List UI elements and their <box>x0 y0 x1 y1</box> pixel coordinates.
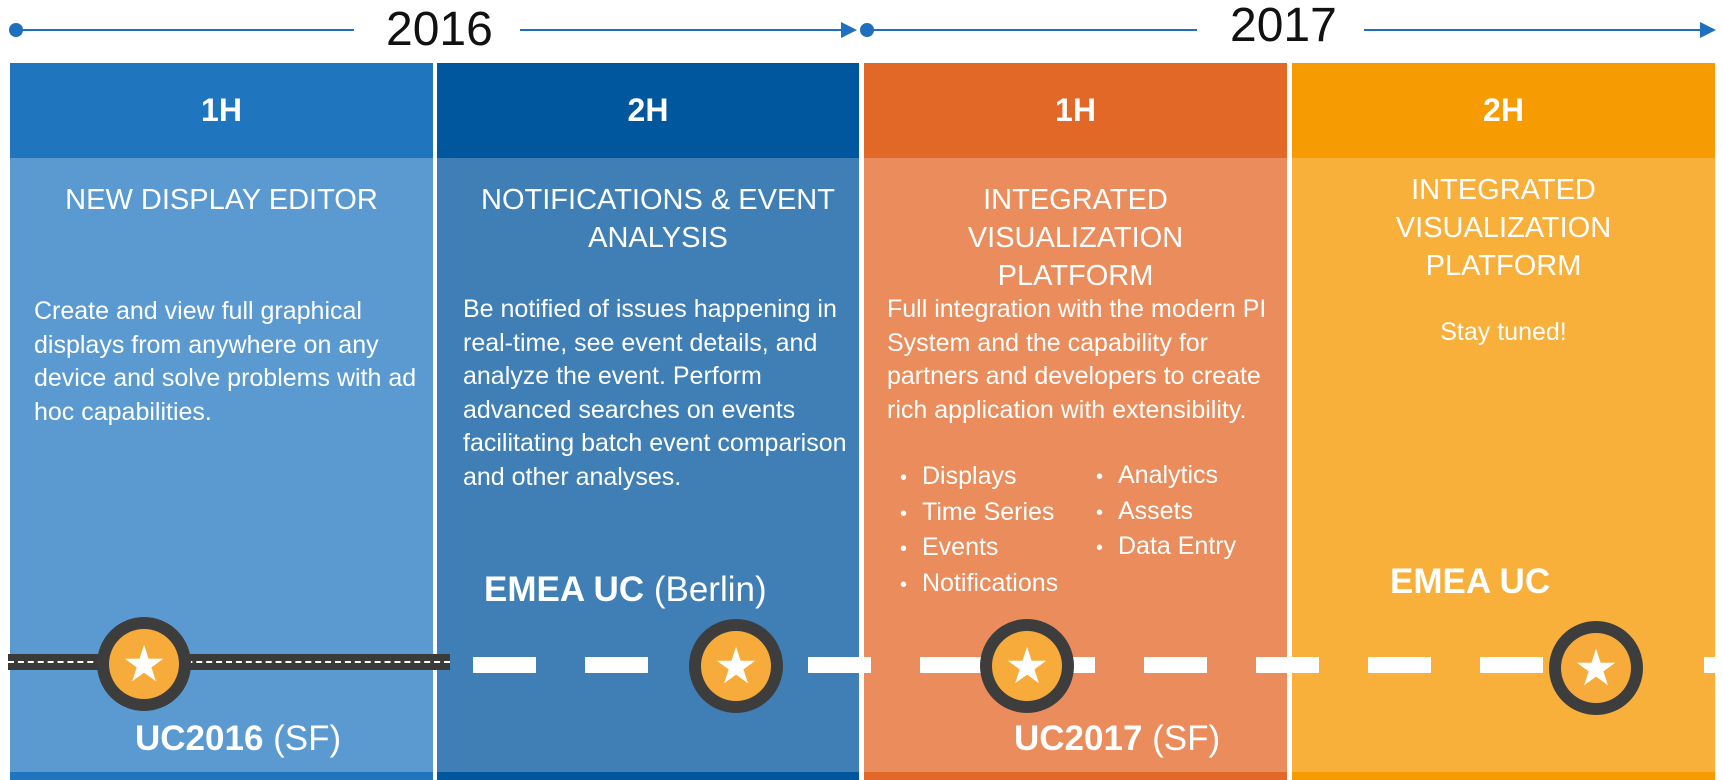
event-label-emea-berlin: EMEA UC (Berlin) <box>484 570 767 610</box>
column-title: INTEGRATED VISUALIZATION PLATFORM <box>1395 174 1612 282</box>
path-dash <box>808 657 871 673</box>
event-name: EMEA UC <box>1390 562 1551 601</box>
column-description: Full integration with the modern PI Syst… <box>887 295 1267 424</box>
list-item: Assets <box>1096 495 1236 531</box>
list-item: Displays <box>900 460 1058 496</box>
timeline-arrow-end-icon <box>1700 22 1716 38</box>
column-footer <box>864 772 1287 780</box>
column-header: 1H <box>10 63 433 158</box>
star-icon: ★ <box>109 629 179 699</box>
event-label-uc2016: UC2016 (SF) <box>135 719 341 759</box>
column-title: INTEGRATED VISUALIZATION PLATFORM <box>967 184 1184 292</box>
path-dash <box>1480 657 1543 673</box>
timeline-line-2016-right <box>520 29 855 31</box>
path-dash <box>1256 657 1319 673</box>
column-description: Stay tuned! <box>1440 318 1567 346</box>
event-label-emea: EMEA UC <box>1390 562 1550 602</box>
star-icon: ★ <box>1561 633 1631 703</box>
feature-list-left: Displays Time Series Events Notification… <box>900 460 1058 602</box>
column-body: NEW DISPLAY EDITOR Create and view full … <box>10 158 433 772</box>
column-header: 1H <box>864 63 1287 158</box>
column-footer <box>10 772 433 780</box>
event-location: (SF) <box>263 719 342 758</box>
list-item: Notifications <box>900 567 1058 603</box>
completed-road <box>8 654 450 670</box>
column-2016-2h: 2H NOTIFICATIONS & EVENT ANALYSIS Be not… <box>437 63 859 780</box>
timeline-line-2017-left <box>867 29 1197 31</box>
list-item: Events <box>900 531 1058 567</box>
milestone-uc2017: ★ <box>980 619 1074 713</box>
event-name: EMEA UC <box>484 570 645 609</box>
column-description: Create and view full graphical displays … <box>34 297 417 426</box>
milestone-emea-berlin: ★ <box>689 619 783 713</box>
list-item: Time Series <box>900 496 1058 532</box>
column-title: NOTIFICATIONS & EVENT ANALYSIS <box>481 184 835 254</box>
column-footer <box>1292 772 1715 780</box>
column-footer <box>437 772 859 780</box>
milestone-emea: ★ <box>1549 621 1643 715</box>
column-description: Be notified of issues happening in real-… <box>463 295 847 491</box>
event-location: (SF) <box>1142 719 1221 758</box>
path-dash <box>1704 657 1716 673</box>
timeline-line-2017-right <box>1364 29 1708 31</box>
column-title: NEW DISPLAY EDITOR <box>65 184 378 216</box>
column-body: NOTIFICATIONS & EVENT ANALYSIS Be notifi… <box>437 158 859 772</box>
column-body: INTEGRATED VISUALIZATION PLATFORM Stay t… <box>1292 158 1715 772</box>
timeline-line-2016-left <box>16 29 354 31</box>
path-dash <box>920 657 983 673</box>
feature-list-right: Analytics Assets Data Entry <box>1096 459 1236 566</box>
path-dash <box>585 657 648 673</box>
event-name: UC2016 <box>135 719 264 758</box>
timeline-arrow-icon <box>841 22 857 38</box>
column-header: 2H <box>437 63 859 158</box>
list-item: Data Entry <box>1096 530 1236 566</box>
column-header: 2H <box>1292 63 1715 158</box>
event-location: (Berlin) <box>644 570 767 609</box>
path-dash <box>1368 657 1431 673</box>
star-icon: ★ <box>992 631 1062 701</box>
star-icon: ★ <box>701 631 771 701</box>
path-dash <box>1144 657 1207 673</box>
path-dash <box>473 657 536 673</box>
milestone-uc2016: ★ <box>97 617 191 711</box>
year-label-2017: 2017 <box>1230 0 1337 52</box>
column-body: INTEGRATED VISUALIZATION PLATFORM Full i… <box>864 158 1287 772</box>
list-item: Analytics <box>1096 459 1236 495</box>
column-2016-1h: 1H NEW DISPLAY EDITOR Create and view fu… <box>10 63 433 780</box>
year-label-2016: 2016 <box>386 3 493 56</box>
event-label-uc2017: UC2017 (SF) <box>1014 719 1220 759</box>
road-center-line <box>8 661 450 663</box>
event-name: UC2017 <box>1014 719 1143 758</box>
